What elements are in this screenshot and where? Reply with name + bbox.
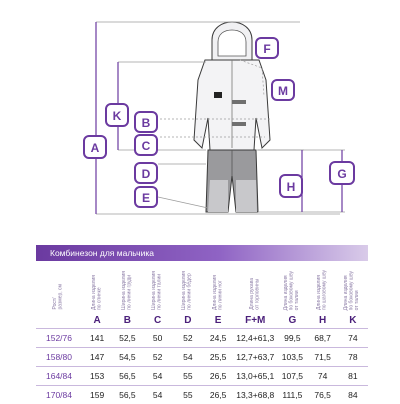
size-cell: 152/76 (36, 329, 82, 348)
header-cell: Длина изделия по боковому шву от талии (344, 271, 361, 310)
value-cell: 74 (308, 367, 338, 386)
value-cell: 12,7+63,7 (233, 348, 277, 367)
svg-text:D: D (142, 167, 151, 181)
value-cell: 74 (338, 329, 368, 348)
svg-text:F: F (263, 42, 270, 56)
header-row: Рост/ размер, см Длина изделия по спинке… (36, 262, 368, 312)
value-cell: 25,5 (203, 348, 233, 367)
letter-cell: H (308, 312, 338, 329)
svg-text:K: K (113, 109, 122, 123)
value-cell: 50 (143, 329, 173, 348)
value-cell: 24,5 (203, 329, 233, 348)
value-cell: 81 (338, 367, 368, 386)
value-cell: 12,4+61,3 (233, 329, 277, 348)
label-c: C (135, 135, 157, 155)
header-cell: Длина изделия по боковому шву от талии (284, 271, 301, 310)
letter-cell: G (277, 312, 307, 329)
label-a: A (84, 136, 106, 158)
value-cell: 55 (173, 386, 203, 404)
value-cell: 54 (143, 386, 173, 404)
header-cell: Длина изделия по шаговому шву (317, 270, 328, 310)
svg-text:B: B (142, 116, 151, 130)
label-f: F (256, 38, 278, 58)
value-cell: 84 (338, 386, 368, 404)
value-cell: 71,5 (308, 348, 338, 367)
label-d: D (135, 163, 157, 183)
value-cell: 103,5 (277, 348, 307, 367)
size-diagram: A K B C D E F M H G (0, 0, 400, 232)
size-cell: 164/84 (36, 367, 82, 386)
letter-cell: A (82, 312, 112, 329)
value-cell: 76,5 (308, 386, 338, 404)
table-row: 164/84 153 56,5 54 55 26,5 13,0+65,1 107… (36, 367, 368, 386)
label-h: H (280, 175, 302, 197)
letter-cell (36, 312, 82, 329)
letter-cell: B (112, 312, 142, 329)
letter-cell: D (173, 312, 203, 329)
value-cell: 56,5 (112, 386, 142, 404)
letter-cell: C (143, 312, 173, 329)
letter-cell: F+M (233, 312, 277, 329)
value-cell: 147 (82, 348, 112, 367)
value-cell: 141 (82, 329, 112, 348)
svg-text:E: E (142, 191, 150, 205)
value-cell: 54 (143, 367, 173, 386)
value-cell: 54 (173, 348, 203, 367)
svg-text:C: C (142, 139, 151, 153)
size-table: Рост/ размер, см Длина изделия по спинке… (36, 262, 368, 404)
value-cell: 52,5 (112, 329, 142, 348)
table-row: 158/80 147 54,5 52 54 25,5 12,7+63,7 103… (36, 348, 368, 367)
svg-text:A: A (91, 141, 100, 155)
value-cell: 107,5 (277, 367, 307, 386)
label-g: G (330, 162, 354, 184)
letter-cell: E (203, 312, 233, 329)
header-cell: Ширина изделия по линии груди (122, 271, 133, 310)
header-cell: Ширина изделия по линии бёдер (182, 271, 193, 310)
label-b: B (135, 112, 157, 132)
value-cell: 56,5 (112, 367, 142, 386)
svg-text:M: M (278, 84, 288, 98)
header-cell: Длина изделия по спинке (92, 275, 103, 310)
size-cell: 170/84 (36, 386, 82, 404)
value-cell: 153 (82, 367, 112, 386)
table-row: 170/84 159 56,5 54 55 26,5 13,3+68,8 111… (36, 386, 368, 404)
label-m: M (272, 80, 294, 100)
value-cell: 52 (173, 329, 203, 348)
svg-text:G: G (337, 167, 346, 181)
value-cell: 13,0+65,1 (233, 367, 277, 386)
value-cell: 52 (143, 348, 173, 367)
label-e: E (135, 187, 157, 207)
header-cell: Длина изделия по линии ног (213, 275, 224, 310)
table-row: 152/76 141 52,5 50 52 24,5 12,4+61,3 99,… (36, 329, 368, 348)
value-cell: 54,5 (112, 348, 142, 367)
value-cell: 99,5 (277, 329, 307, 348)
size-cell: 158/80 (36, 348, 82, 367)
header-cell: Рост/ размер, см (53, 284, 64, 310)
label-k: K (106, 104, 128, 126)
letter-row: A B C D E F+M G H K (36, 312, 368, 329)
value-cell: 26,5 (203, 367, 233, 386)
value-cell: 13,3+68,8 (233, 386, 277, 404)
value-cell: 78 (338, 348, 368, 367)
value-cell: 55 (173, 367, 203, 386)
header-cell: Длина рукава от горловины (250, 278, 261, 310)
svg-text:H: H (287, 180, 296, 194)
value-cell: 26,5 (203, 386, 233, 404)
letter-cell: K (338, 312, 368, 329)
value-cell: 111,5 (277, 386, 307, 404)
value-cell: 68,7 (308, 329, 338, 348)
table-title: Комбинезон для мальчика (36, 245, 368, 261)
header-cell: Ширина изделия по линии талии (152, 271, 163, 310)
value-cell: 159 (82, 386, 112, 404)
